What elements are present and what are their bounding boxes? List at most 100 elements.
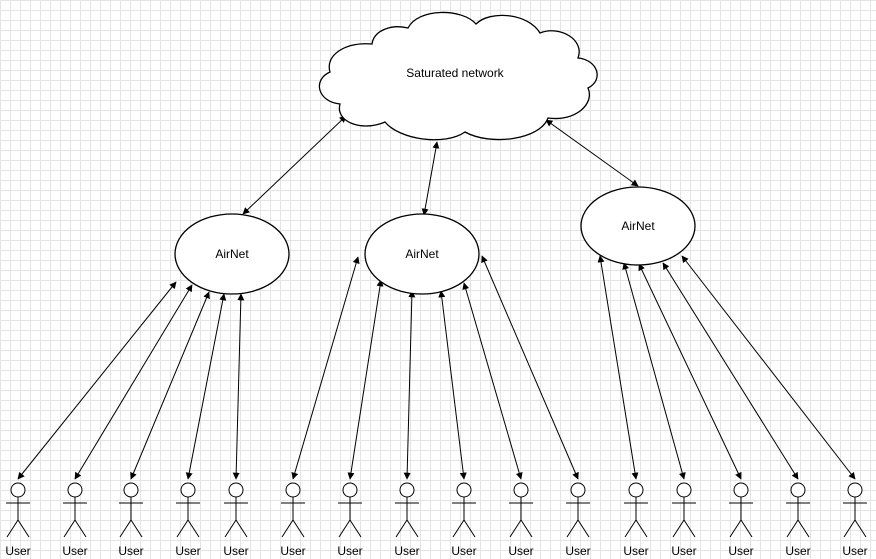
user-3-hub-connection[interactable] (130, 291, 210, 480)
hub-ellipse (580, 186, 696, 266)
user-right-leg (235, 519, 248, 538)
user-head (628, 482, 644, 498)
user-label: User (451, 544, 476, 558)
user-right-leg (292, 519, 305, 538)
user-left-leg (6, 519, 19, 538)
user-head (228, 482, 244, 498)
user-head (456, 482, 472, 498)
user-actor[interactable]: User (785, 482, 811, 558)
user-left-leg (509, 519, 522, 538)
user-4-hub-connection[interactable] (185, 293, 227, 480)
cloud-label: Saturated network (406, 66, 504, 80)
user-left-leg (395, 519, 408, 538)
user-actor[interactable]: User (280, 482, 306, 558)
hub-2-cloud-connection[interactable] (421, 141, 440, 216)
user-head (285, 482, 301, 498)
user-right-leg (520, 519, 533, 538)
user-label: User (623, 544, 648, 558)
hub-label: AirNet (621, 219, 655, 233)
user-label: User (5, 544, 30, 558)
user-2-hub-connection[interactable] (74, 284, 193, 480)
user-6-hub-connection[interactable] (291, 256, 360, 480)
user-actor[interactable]: User (118, 482, 144, 558)
user-5-hub-connection[interactable] (232, 293, 245, 480)
user-left-leg (176, 519, 189, 538)
airnet-hub-1[interactable]: AirNet (174, 213, 290, 295)
user-right-leg (577, 519, 590, 538)
airnet-hub-2[interactable]: AirNet (364, 213, 480, 295)
user-right-leg (463, 519, 476, 538)
user-right-leg (740, 519, 753, 538)
user-actor[interactable]: User (728, 482, 754, 558)
hub-3-cloud-connection[interactable] (545, 119, 639, 187)
user-left-leg (624, 519, 637, 538)
user-left-leg (63, 519, 76, 538)
airnet-hub-3[interactable]: AirNet (580, 186, 696, 266)
user-right-leg (635, 519, 648, 538)
user-right-leg (17, 519, 30, 538)
user-label: User (175, 544, 200, 558)
user-1-hub-connection[interactable] (17, 281, 177, 480)
user-right-leg (349, 519, 362, 538)
user-actor[interactable]: User (508, 482, 534, 558)
user-label: User (508, 544, 533, 558)
user-label: User (842, 544, 867, 558)
user-label: User (728, 544, 753, 558)
user-head (847, 482, 863, 498)
cloud-shape (318, 11, 598, 141)
user-actor[interactable]: User (842, 482, 868, 558)
user-actor[interactable]: User (451, 482, 477, 558)
user-actor[interactable]: User (62, 482, 88, 558)
user-right-leg (797, 519, 810, 538)
user-label: User (62, 544, 87, 558)
user-15-hub-connection[interactable] (662, 262, 799, 480)
user-head (676, 482, 692, 498)
user-left-leg (224, 519, 237, 538)
user-label: User (223, 544, 248, 558)
user-label: User (337, 544, 362, 558)
user-head (733, 482, 749, 498)
user-head (67, 482, 83, 498)
user-11-hub-connection[interactable] (481, 255, 579, 480)
user-left-leg (566, 519, 579, 538)
user-head (342, 482, 358, 498)
user-actor[interactable]: User (5, 482, 31, 558)
user-left-leg (338, 519, 351, 538)
user-actor[interactable]: User (175, 482, 201, 558)
user-7-hub-connection[interactable] (347, 279, 384, 480)
user-label: User (394, 544, 419, 558)
user-actor[interactable]: User (623, 482, 649, 558)
hub-ellipse (364, 213, 480, 295)
user-9-hub-connection[interactable] (438, 290, 467, 480)
hub-1-cloud-connection[interactable] (242, 115, 347, 215)
user-right-leg (130, 519, 143, 538)
user-head (399, 482, 415, 498)
hub-label: AirNet (215, 247, 249, 261)
user-right-leg (683, 519, 696, 538)
user-head (570, 482, 586, 498)
user-actor[interactable]: User (565, 482, 591, 558)
user-12-hub-connection[interactable] (597, 255, 639, 480)
user-left-leg (119, 519, 132, 538)
user-right-leg (187, 519, 200, 538)
user-16-hub-connection[interactable] (681, 255, 856, 480)
user-head (180, 482, 196, 498)
connections-layer (17, 115, 856, 480)
hub-ellipse (174, 213, 290, 295)
user-left-leg (672, 519, 685, 538)
user-actor[interactable]: User (337, 482, 363, 558)
user-label: User (280, 544, 305, 558)
saturated-network-cloud[interactable]: Saturated network (318, 11, 598, 141)
user-actor[interactable]: User (394, 482, 420, 558)
user-head (790, 482, 806, 498)
user-10-hub-connection[interactable] (462, 282, 523, 480)
user-actor[interactable]: User (671, 482, 697, 558)
user-actor[interactable]: User (223, 482, 249, 558)
user-head (513, 482, 529, 498)
user-right-leg (74, 519, 87, 538)
user-right-leg (854, 519, 867, 538)
user-8-hub-connection[interactable] (403, 290, 416, 480)
